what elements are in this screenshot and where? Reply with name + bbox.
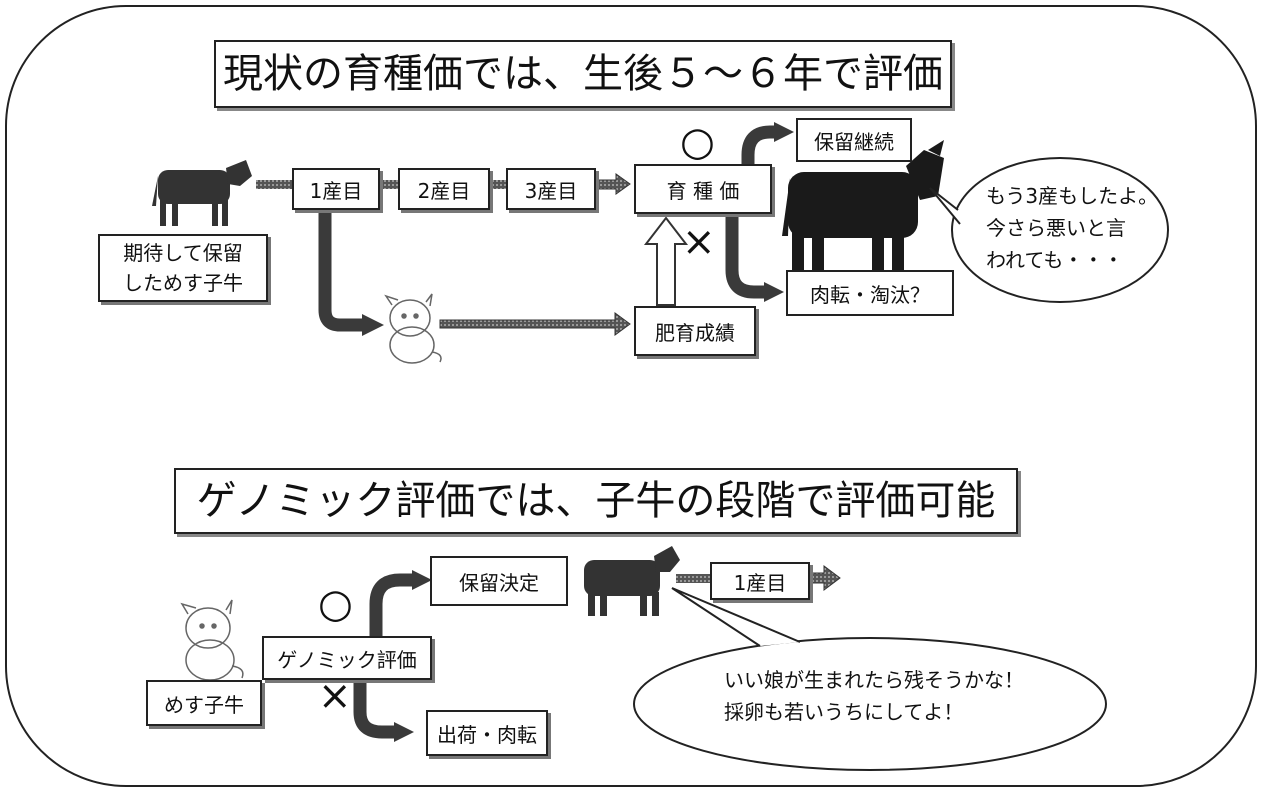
hollow-arrow-fattening-to-breeding-value (643, 216, 689, 306)
bubble-text-section1: もう3産もしたよ。 今さら悪いと言 われても・・・ (986, 180, 1158, 276)
arrow-to-cull (725, 186, 768, 299)
arrow-to-keep-continue (741, 125, 778, 186)
parity3-box: 3産目 (506, 168, 596, 210)
arrowhead-keep-decide (412, 570, 432, 590)
speech-bubble-section2 (633, 637, 1107, 771)
ng-mark-section2: × (318, 673, 352, 719)
parity1-box: 1産目 (292, 168, 380, 210)
keep-decide-box: 保留決定 (430, 556, 568, 606)
bubble2-line1: いい娘が生まれたら残そうかな！ (724, 668, 1024, 692)
cow-silhouette-large (782, 140, 944, 282)
calf-icon-section2 (180, 599, 244, 681)
cow-silhouette-small (152, 160, 252, 226)
connector-cow-to-parity1-section2 (676, 574, 710, 583)
ok-mark-section2: ○ (318, 581, 353, 627)
arrowhead-cull (764, 282, 784, 302)
speech-bubble-tail-section1 (929, 187, 961, 225)
connector-parity1-to-parity2 (376, 180, 398, 189)
section2-title: ゲノミック評価では、子牛の段階で評価可能 (174, 468, 1018, 534)
calf-label-line2: しためす子牛 (123, 271, 243, 295)
ng-mark-section1: × (682, 219, 716, 265)
bubble-text-section2: いい娘が生まれたら残そうかな！ 採卵も若いうちにしてよ！ (724, 664, 1024, 728)
arrow-to-ship (353, 662, 398, 739)
keep-continue-box: 保留継続 (796, 118, 912, 162)
section1-title: 現状の育種価では、生後５～６年で評価 (214, 40, 952, 108)
calf-label-box: 期待して保留 しためす子牛 (98, 234, 268, 302)
bubble1-line1: もう3産もしたよ。 (986, 184, 1159, 208)
parity1-section2-box: 1産目 (710, 562, 810, 600)
fattening-result-box: 肥育成績 (634, 306, 756, 356)
arrowhead-calf (362, 314, 384, 336)
bubble2-line2: 採卵も若いうちにしてよ！ (724, 700, 964, 724)
arrowhead-ship (394, 722, 414, 742)
bubble1-line2: 今さら悪いと言 (986, 216, 1126, 240)
ship-box: 出荷・肉転 (426, 710, 548, 756)
arrow-parity1-onward (807, 565, 841, 591)
parity2-box: 2産目 (398, 168, 490, 210)
arrowhead-keep-continue (774, 122, 794, 142)
calf-icon-section1 (384, 293, 442, 364)
cull-box: 肉転・淘汰？ (786, 270, 954, 316)
female-calf-box: めす子牛 (146, 680, 262, 726)
ok-mark-section1: ○ (680, 119, 715, 165)
connector-parity2-to-parity3 (488, 180, 508, 189)
outer-frame (5, 5, 1257, 787)
bubble1-line3: われても・・・ (986, 248, 1124, 272)
connector-cow-to-parity1 (256, 180, 294, 189)
arrow-calf-to-fattening (439, 312, 631, 336)
breeding-value-box: 育 種 価 (634, 164, 772, 214)
arrow-parity1-to-fattening-calf (318, 208, 366, 332)
cow-silhouette-section2 (584, 546, 680, 616)
genomic-eval-box: ゲノミック評価 (262, 636, 432, 680)
arrow-to-keep-decide (369, 573, 416, 640)
speech-bubble-tail-section2 (671, 587, 801, 647)
speech-bubble-section1 (951, 157, 1169, 303)
arrow-parity3-to-breeding-value (591, 173, 631, 195)
calf-label-line1: 期待して保留 (123, 241, 243, 265)
